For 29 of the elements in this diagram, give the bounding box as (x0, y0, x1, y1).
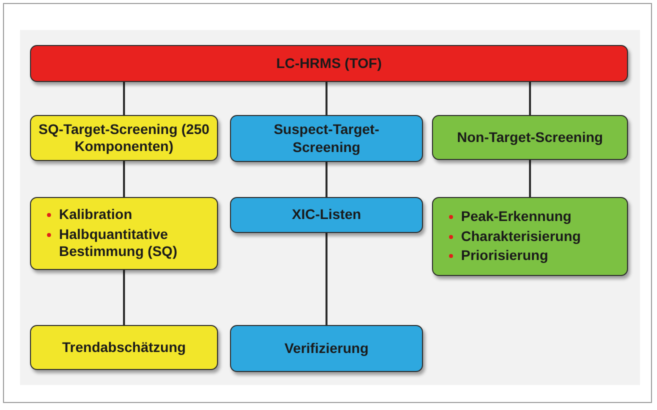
process-box (230, 325, 423, 372)
box-label: LC-HRMS (TOF) (276, 54, 382, 72)
header-bar (30, 45, 628, 82)
process-box (230, 197, 423, 233)
connector-line (326, 233, 328, 325)
box-label: SQ-Target-Screening (250 Komponenten) (38, 120, 210, 156)
box-label: XIC-Listen (292, 206, 362, 224)
process-box (30, 325, 218, 370)
box-label: Non-Target-Screening (457, 128, 603, 146)
box-label: Trendabschätzung (62, 338, 186, 356)
bullet-list-box (30, 197, 218, 270)
list-item: Peak-Erkennung (449, 208, 572, 226)
connector-line (529, 160, 531, 197)
connector-line (123, 270, 125, 325)
connector-line (123, 161, 125, 197)
connector-line (326, 162, 328, 197)
list-item: Priorisierung (449, 247, 548, 265)
list-item: Kalibration (47, 206, 132, 224)
process-box (230, 115, 423, 162)
list-item: Halbquantitative Bestimmung (SQ) (47, 226, 217, 261)
connector-line (123, 82, 125, 115)
process-box (432, 115, 628, 160)
connector-line (326, 82, 328, 115)
list-item: Charakterisierung (449, 228, 581, 246)
box-label: Suspect-Target-Screening (272, 121, 380, 156)
connector-line (529, 82, 531, 115)
bullet-list-box (432, 197, 628, 276)
box-label: Verifizierung (284, 340, 369, 358)
process-box (30, 115, 218, 161)
